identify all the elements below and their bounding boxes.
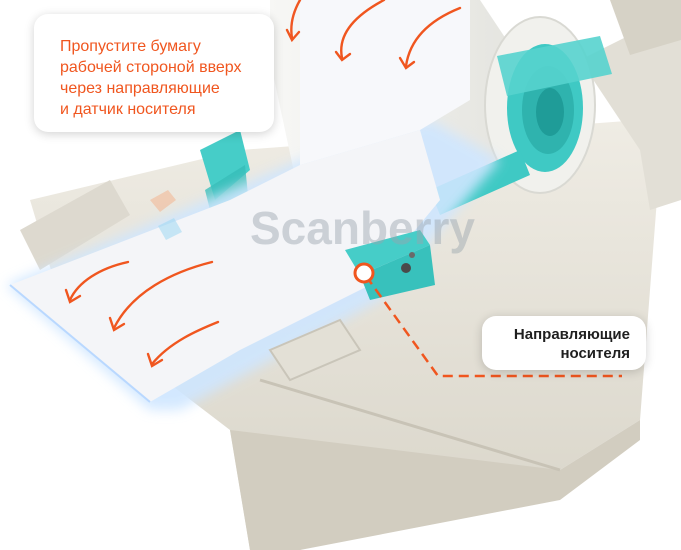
watermark: Scanberry	[150, 190, 475, 254]
guides-label-line-1: Направляющие	[513, 326, 630, 343]
sensor-marker	[353, 262, 622, 378]
media-guides-callout: Направляющие носителя	[482, 316, 646, 370]
instruction-callout: Пропустите бумагу рабочей стороной вверх…	[34, 14, 274, 132]
guides-label-line-2: носителя	[560, 345, 630, 362]
leader-line	[364, 275, 622, 378]
instruction-line-4: и датчик носителя	[60, 101, 196, 118]
instruction-line-1: Пропустите бумагу	[60, 38, 201, 55]
paper-flow-arrows	[64, 0, 462, 368]
watermark-text: Scanberry	[250, 202, 475, 254]
lower-guide-tab	[268, 318, 362, 382]
instruction-line-2: рабочей стороной вверх	[60, 59, 242, 76]
instruction-line-3: через направляющие	[60, 80, 220, 97]
